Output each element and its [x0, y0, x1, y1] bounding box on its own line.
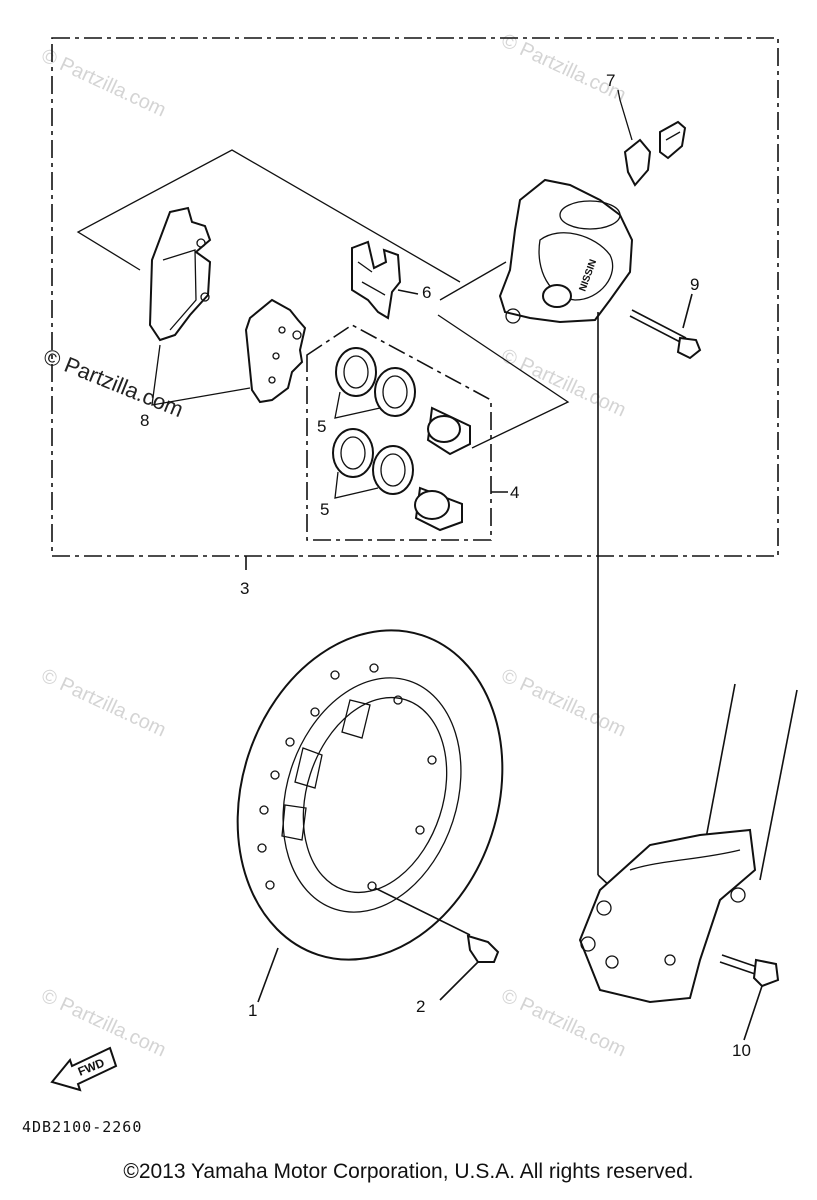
leader-line — [397, 289, 419, 295]
callout-4: 4 — [510, 483, 519, 502]
callout-labels: 1 2 3 4 5 5 6 7 8 9 10 — [140, 71, 751, 1060]
copyright-notice: ©2013 Yamaha Motor Corporation, U.S.A. A… — [123, 1160, 694, 1183]
leader-line — [334, 391, 381, 419]
leader-line — [334, 471, 379, 499]
leader-line — [151, 344, 251, 406]
pad-frame-line — [439, 261, 507, 301]
watermark-prominent: © Partzilla.com — [40, 343, 187, 422]
brake-pad-front — [148, 206, 212, 342]
watermark: © Partzilla.com — [38, 45, 169, 122]
callout-2: 2 — [416, 997, 425, 1016]
callout-1: 1 — [248, 1001, 257, 1020]
bleed-screw-cap — [623, 138, 652, 187]
caliper-bolt — [629, 309, 702, 360]
callout-10: 10 — [732, 1041, 751, 1060]
pad-frame-line — [437, 314, 570, 449]
pad-spring — [351, 240, 402, 320]
brake-caliper-body: NISSIN — [498, 178, 634, 324]
forward-direction-arrow: FWD — [50, 1046, 118, 1092]
watermark: © Partzilla.com — [498, 665, 629, 742]
leader-line — [439, 961, 479, 1001]
leader-line — [617, 89, 633, 141]
piston-seal-group — [332, 347, 416, 495]
leader-line — [257, 947, 279, 1003]
disc-screw — [466, 934, 500, 963]
caliper-piston — [426, 406, 471, 456]
leader-line — [374, 887, 471, 936]
watermark: © Partzilla.com — [498, 30, 629, 107]
drawing-code: 4DB2100-2260 — [22, 1118, 142, 1136]
callout-5a: 5 — [317, 417, 326, 436]
callout-8: 8 — [140, 411, 149, 430]
seal-kit-boundary — [306, 324, 492, 541]
callout-5b: 5 — [320, 500, 329, 519]
watermark: © Partzilla.com — [498, 985, 629, 1062]
callout-6: 6 — [422, 283, 431, 302]
callout-7: 7 — [606, 71, 615, 90]
bleed-screw — [659, 120, 687, 160]
watermark: © Partzilla.com — [38, 665, 169, 742]
callout-3: 3 — [240, 579, 249, 598]
pad-frame-line — [76, 149, 461, 283]
watermark: © Partzilla.com — [498, 345, 629, 422]
brake-disc — [236, 629, 504, 961]
leader-line — [743, 985, 763, 1041]
caliper-piston — [414, 486, 463, 532]
callout-9: 9 — [690, 275, 699, 294]
leader-line — [682, 293, 693, 329]
front-fork-leg — [578, 683, 798, 1004]
brake-pad-rear — [244, 298, 307, 404]
caliper-mounting-bolt — [719, 954, 780, 988]
caliper-assembly-boundary — [51, 37, 779, 557]
